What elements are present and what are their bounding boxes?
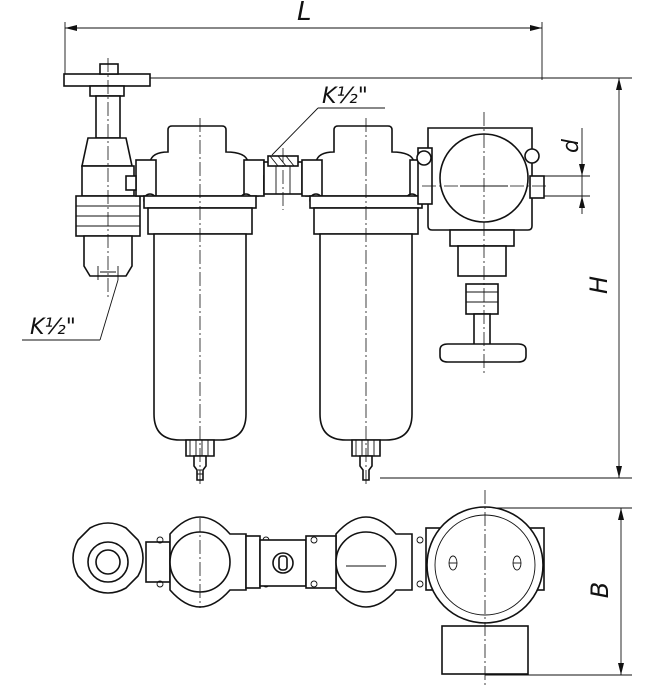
dimension-b: [485, 507, 632, 676]
connector-plan: [259, 539, 307, 587]
filter-2-plan: [305, 516, 424, 608]
regulator-plan: [425, 490, 545, 685]
thread-callout-side: [22, 279, 119, 341]
thread-callout-top: [271, 107, 385, 156]
filter-1-plan: [156, 516, 270, 608]
dimension-d-label: d: [559, 138, 584, 153]
filter-2-front: [301, 118, 431, 486]
dimension-h-label: H: [585, 276, 613, 294]
thread-callout-top-label: K½": [322, 84, 368, 109]
dimension-l: [64, 22, 543, 82]
dimension-d: [530, 128, 590, 214]
dimension-b-label: B: [586, 582, 614, 598]
dimension-l-label: L: [297, 0, 312, 27]
connector-front: [263, 148, 303, 210]
dimension-h: [150, 77, 632, 479]
thread-callout-side-label: K½": [30, 315, 76, 340]
filter-1-front: [125, 118, 275, 486]
valve-handwheel-plan: [72, 522, 171, 594]
regulator-front: [416, 112, 548, 374]
